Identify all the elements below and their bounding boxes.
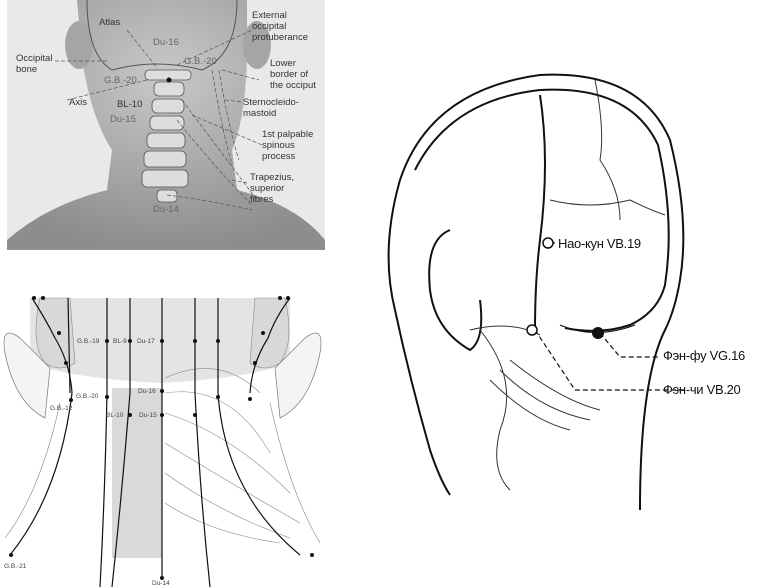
label-bl10: BL-10 bbox=[117, 99, 143, 110]
label-du16: Du-16 bbox=[153, 37, 179, 48]
label-du15: Du-15 bbox=[110, 114, 136, 125]
head-outline-drawing bbox=[387, 73, 685, 510]
label-fenfu-vg16: Фэн-фу VG.16 bbox=[663, 348, 745, 363]
label-du17: Du-17 bbox=[137, 338, 155, 345]
label-gb20: G.B.-20 bbox=[76, 393, 99, 400]
meridian-neck-drawing: G.B.-19 BL-9 Du-17 G.B.-20 G.B.-12 Du-16… bbox=[0, 293, 330, 587]
label-gb21: G.B.-21 bbox=[4, 563, 27, 570]
label-fenchi-vb20: Фэн-чи VB.20 bbox=[663, 382, 741, 397]
label-axis: Axis bbox=[69, 97, 87, 108]
label-du14: Du-14 bbox=[153, 204, 179, 215]
label-sternocleidomastoid: Sternocleido- mastoid bbox=[243, 97, 299, 119]
point-vb20-marker bbox=[526, 324, 538, 336]
label-occipital-bone: Occipital bone bbox=[16, 53, 53, 75]
label-gb19: G.B.-19 bbox=[77, 338, 100, 345]
neck-anatomy-drawing bbox=[7, 0, 325, 250]
label-external-occipital-protuberance: External occipital protuberance bbox=[252, 10, 308, 43]
label-trapezius: Trapezius, superior fibres bbox=[250, 172, 294, 205]
label-lower-border-occiput: Lower border of the occiput bbox=[270, 58, 316, 91]
label-first-palpable-spinous-process: 1st palpable spinous process bbox=[262, 129, 314, 162]
label-du14: Du-14 bbox=[152, 580, 170, 587]
label-bl9: BL-9 bbox=[113, 338, 127, 345]
meridian-lines-drawing bbox=[3, 296, 322, 587]
label-gb20-right: G.B.-20 bbox=[184, 56, 217, 67]
point-vg16-marker bbox=[592, 327, 604, 339]
point-vb19-marker bbox=[542, 237, 554, 249]
label-du16: Du-16 bbox=[138, 388, 156, 395]
head-side-sketch: Нао-кун VB.19 Фэн-фу VG.16 Фэн-чи VB.20 bbox=[340, 50, 780, 510]
label-bl10: BL-10 bbox=[106, 412, 124, 419]
label-gb12: G.B.-12 bbox=[50, 405, 73, 412]
label-du15: Du-15 bbox=[139, 412, 157, 419]
label-naokun-vb19: Нао-кун VB.19 bbox=[558, 236, 641, 251]
label-gb20-left: G.B.-20 bbox=[104, 75, 137, 86]
label-atlas: Atlas bbox=[99, 17, 121, 28]
neck-back-photo-figure: Atlas External occipital protuberance Oc… bbox=[7, 0, 325, 250]
